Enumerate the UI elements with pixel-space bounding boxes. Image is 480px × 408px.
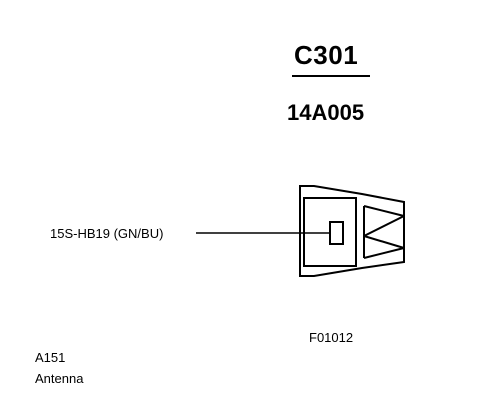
component-code: A151 [35, 350, 66, 365]
wire-circuit-label: 15S-HB19 (GN/BU) [50, 226, 164, 241]
connector-housing [299, 185, 405, 277]
connector-part-number: 14A005 [287, 100, 365, 125]
connector-id-underline [292, 75, 370, 77]
figure-code: F01012 [309, 330, 354, 345]
component-name: Antenna [35, 371, 84, 386]
pin-cavity [329, 221, 344, 245]
connector-id: C301 [294, 40, 359, 70]
